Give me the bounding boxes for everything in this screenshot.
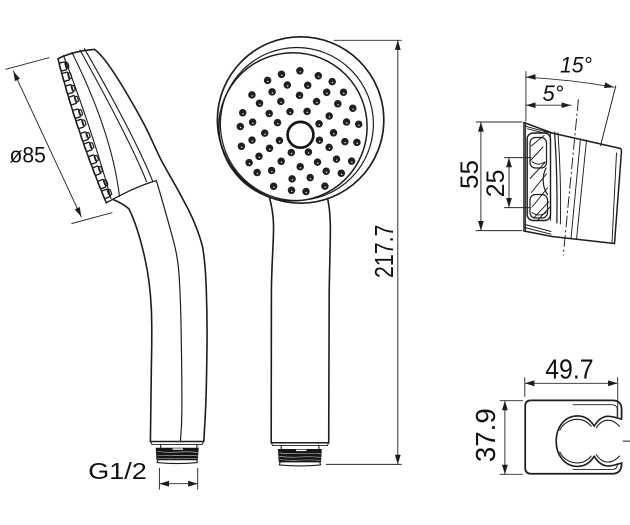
svg-text:217.7: 217.7 — [369, 225, 399, 278]
svg-text:37.9: 37.9 — [470, 408, 501, 462]
svg-text:55: 55 — [456, 160, 484, 189]
svg-text:49.7: 49.7 — [545, 353, 593, 384]
svg-text:ø85: ø85 — [10, 143, 46, 168]
svg-text:15°: 15° — [560, 53, 592, 78]
svg-text:5°: 5° — [543, 81, 564, 106]
svg-text:25: 25 — [482, 170, 510, 198]
svg-text:G1/2: G1/2 — [88, 458, 147, 484]
